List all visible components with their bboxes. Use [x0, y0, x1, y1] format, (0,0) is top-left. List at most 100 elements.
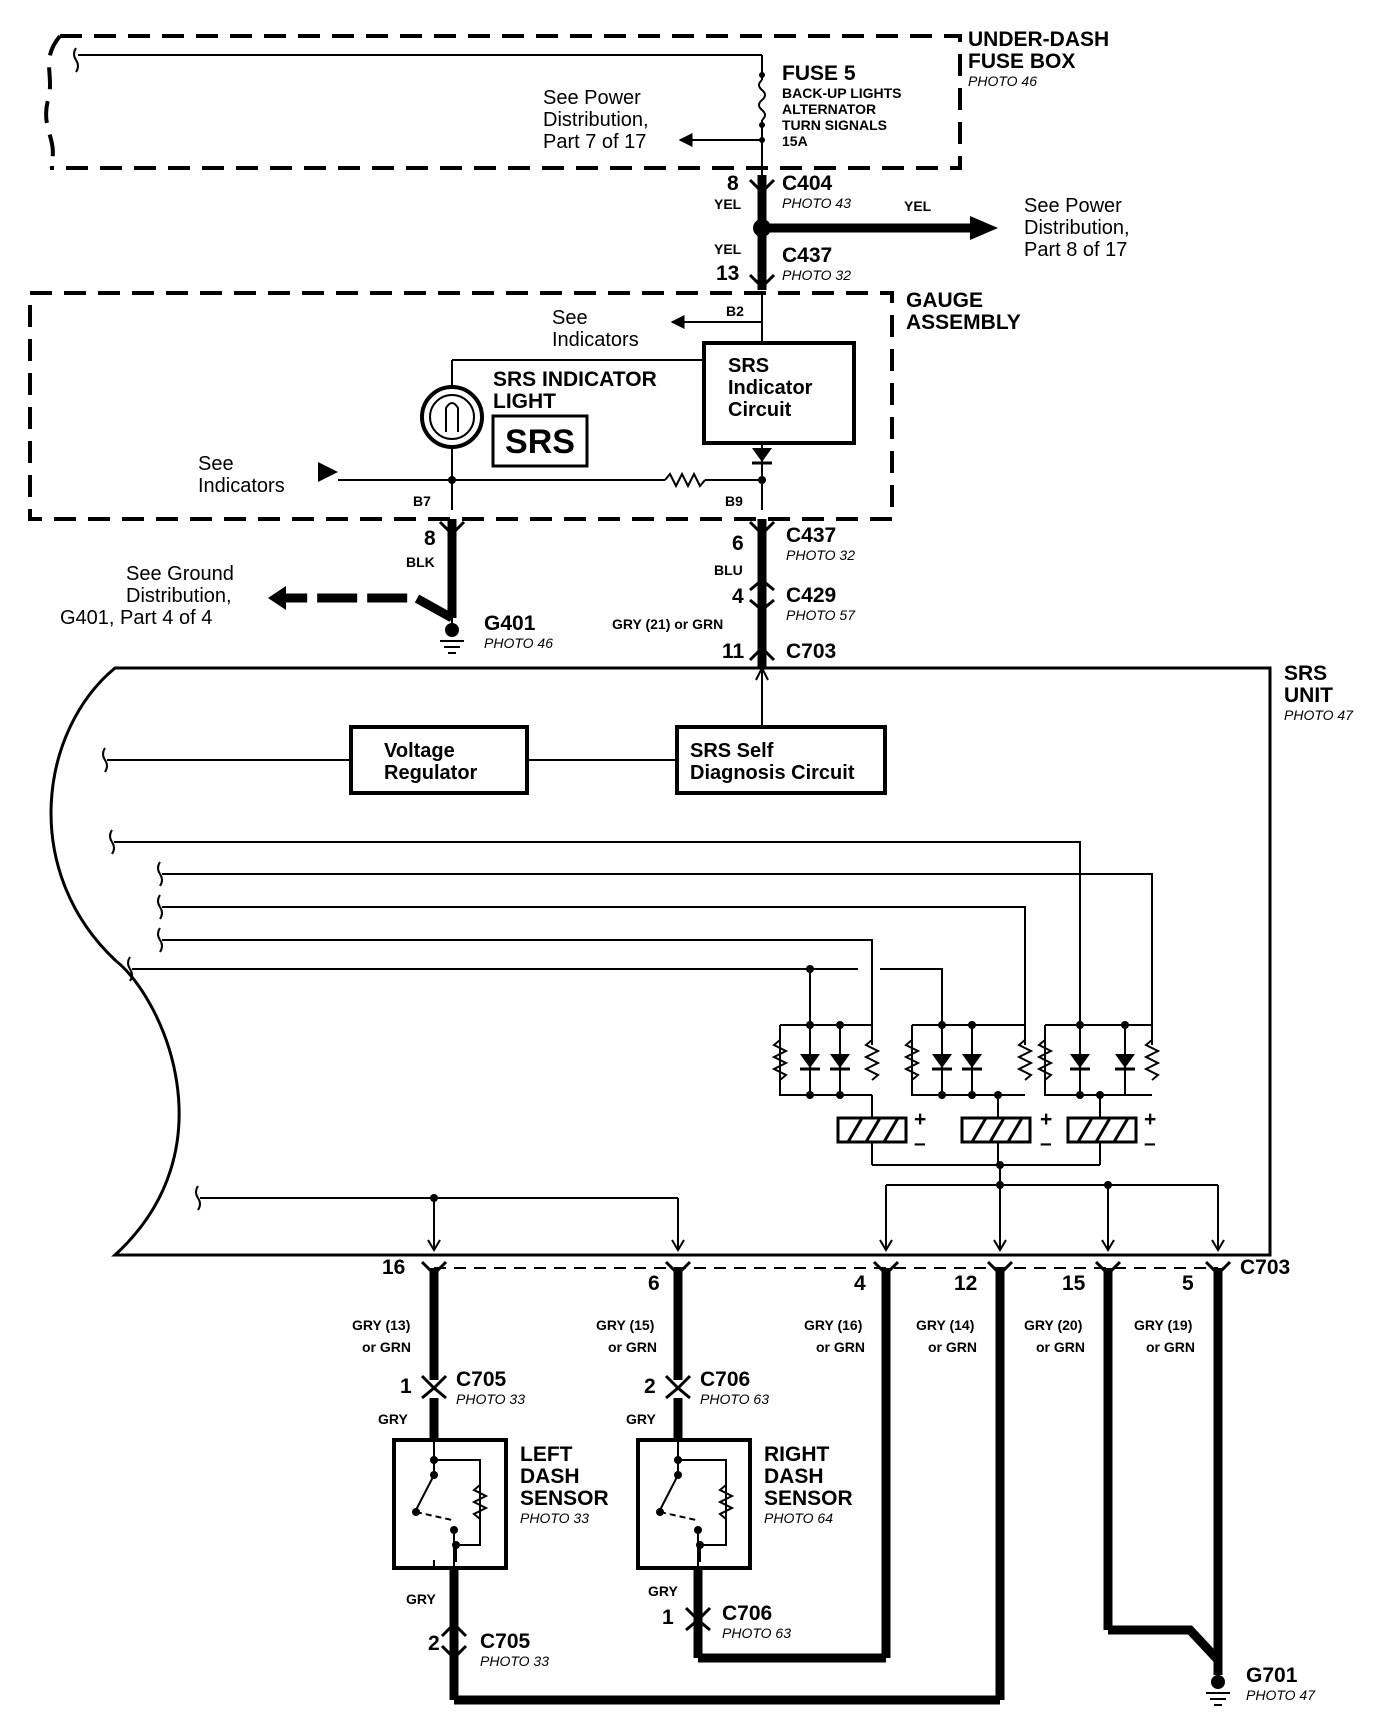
srs-feed-wire-blu: BLU — [714, 562, 743, 578]
c706-bottom-pin: 1 — [662, 1606, 674, 1629]
left-sensor-wire-bottom: GRY — [406, 1591, 436, 1607]
srs-badge-frame — [491, 414, 589, 468]
c703-pin-15-wire-2: or GRN — [1036, 1339, 1085, 1355]
srs-badge: SRS — [505, 423, 575, 461]
g701-ground: G701 PHOTO 47 — [1108, 1625, 1316, 1706]
g701-photo: PHOTO 47 — [1246, 1687, 1316, 1703]
terminal-b9: B9 — [725, 493, 743, 509]
srs-unit-photo: PHOTO 47 — [1284, 707, 1354, 723]
capacitor-1-plus: + — [914, 1108, 926, 1131]
fuse-circuit-2: ALTERNATOR — [782, 101, 876, 117]
gauge-assembly: GAUGE ASSEMBLY B2 See Indicators SRS Ind… — [28, 289, 1021, 521]
c706-top-name: C706 — [700, 1368, 750, 1391]
g401-wire: BLK — [406, 554, 435, 570]
splice-wire-label: YEL — [904, 198, 932, 214]
fuse-circuit-1: BACK-UP LIGHTS — [782, 85, 902, 101]
sensor-bank-2 — [903, 1020, 1034, 1118]
see-indicators-top-2: Indicators — [552, 329, 639, 351]
right-sensor-wire-top: GRY — [626, 1411, 656, 1427]
c703-bottom-connector: C703 16 GRY (13) or GRN 6 GRY (15) or GR… — [352, 1256, 1290, 1700]
power-ref-7-line-3: Part 7 of 17 — [543, 131, 646, 153]
left-sensor-name-1: LEFT — [520, 1443, 573, 1466]
srs-indicator-circuit-line-3: Circuit — [728, 399, 792, 421]
capacitor-2-plus: + — [1040, 1108, 1052, 1131]
c706-bottom-photo: PHOTO 63 — [722, 1625, 791, 1641]
arrow-left-icon — [268, 586, 286, 610]
c437-bottom-photo: PHOTO 32 — [786, 547, 855, 563]
srs-feed-wire-gry: GRY (21) or GRN — [612, 616, 723, 632]
c404-wire: YEL — [714, 196, 742, 212]
srs-unit-outline — [49, 666, 1272, 1257]
srs-indicator-circuit-line-2: Indicator — [728, 377, 813, 399]
g401-ground-branch: 8 BLK See Ground Distribution, G401, Par… — [60, 519, 553, 654]
fuse-icon — [758, 79, 766, 121]
fuse-circuit-3: TURN SIGNALS — [782, 117, 887, 133]
srs-indicator-bulb-icon — [420, 385, 484, 449]
srs-feed-wire: 6 C437 PHOTO 32 BLU 4 C429 PHOTO 57 GRY … — [612, 519, 856, 668]
srs-self-diagnosis-line-2: Diagnosis Circuit — [690, 762, 855, 784]
c437-top-pin: 13 — [716, 262, 739, 285]
c437-top-photo: PHOTO 32 — [782, 267, 851, 283]
wire-break-icon — [73, 47, 79, 73]
voltage-regulator-line-2: Regulator — [384, 762, 478, 784]
right-sensor-photo: PHOTO 64 — [764, 1510, 833, 1526]
fuse-box-title: UNDER-DASH — [968, 28, 1109, 51]
voltage-regulator-box — [349, 725, 529, 795]
ground-ref-line-1: See Ground — [126, 563, 234, 585]
c404-photo: PHOTO 43 — [782, 195, 851, 211]
left-dash-sensor: 1 C705 PHOTO 33 GRY LEFT DASH SENSOR PHO… — [378, 1368, 1000, 1705]
c437-top-wire: YEL — [714, 241, 742, 257]
terminal-b7: B7 — [413, 493, 431, 509]
diode-icon — [752, 448, 772, 462]
left-sensor-name-2: DASH — [520, 1465, 580, 1488]
c703-pin-15-wire-1: GRY (20) — [1024, 1317, 1082, 1333]
c437-top-name: C437 — [782, 244, 832, 267]
arrow-right-icon — [970, 216, 998, 240]
srs-self-diagnosis-line-1: SRS Self — [690, 740, 774, 762]
c703-pin-4: 4 — [854, 1272, 866, 1295]
see-indicators-top-1: See — [552, 307, 588, 329]
c703-pin-11: 11 — [722, 640, 745, 663]
right-sensor-name-3: SENSOR — [764, 1487, 853, 1510]
c703-name-top: C703 — [786, 640, 836, 663]
c703-pin-12: 12 — [954, 1272, 977, 1295]
right-sensor-name-1: RIGHT — [764, 1443, 830, 1466]
capacitors: + – + – + – — [836, 1108, 1156, 1166]
c404-pin: 8 — [727, 172, 739, 195]
right-sensor-name-2: DASH — [764, 1465, 824, 1488]
c703-pin-16-wire-1: GRY (13) — [352, 1317, 410, 1333]
c703-pin-5-wire-1: GRY (19) — [1134, 1317, 1192, 1333]
see-indicators-left-1: See — [198, 453, 234, 475]
sensor-bank-1 — [771, 969, 881, 1118]
srs-unit-title: SRS — [1284, 662, 1327, 685]
c437-bottom-pin: 6 — [732, 532, 744, 555]
ground-g401-icon — [445, 623, 459, 637]
resistor-icon — [664, 471, 706, 489]
srs-indicator-circuit-box — [702, 341, 856, 445]
c703-pin-6-wire-2: or GRN — [608, 1339, 657, 1355]
gauge-assembly-title: GAUGE — [906, 289, 983, 312]
right-dash-sensor-box — [636, 1438, 752, 1570]
ground-ref-line-3: G401, Part 4 of 4 — [60, 607, 212, 629]
g401-pin: 8 — [424, 527, 436, 550]
srs-indicator-circuit-line-1: SRS — [728, 355, 769, 377]
c703-pin-4-wire-2: or GRN — [816, 1339, 865, 1355]
capacitor-3-plus: + — [1144, 1108, 1156, 1131]
c703-pin-12-wire-2: or GRN — [928, 1339, 977, 1355]
c705-top-pin: 1 — [400, 1375, 412, 1398]
c705-top-name: C705 — [456, 1368, 507, 1391]
fuse-name: FUSE 5 — [782, 62, 856, 85]
c703-pin-12-wire-1: GRY (14) — [916, 1317, 974, 1333]
c703-pin-6-wire-1: GRY (15) — [596, 1317, 654, 1333]
c706-top-pin: 2 — [644, 1375, 656, 1398]
power-ref-8-line-3: Part 8 of 17 — [1024, 239, 1127, 261]
left-sensor-photo: PHOTO 33 — [520, 1510, 589, 1526]
sensor-bank-3 — [1036, 1021, 1161, 1118]
left-sensor-name-3: SENSOR — [520, 1487, 609, 1510]
c705-bottom-name: C705 — [480, 1630, 531, 1653]
c703-pin-4-wire-1: GRY (16) — [804, 1317, 862, 1333]
c429-pin: 4 — [732, 585, 744, 608]
right-dash-sensor: 2 C706 PHOTO 63 GRY RIGHT DASH SENSOR PH… — [626, 1368, 886, 1663]
